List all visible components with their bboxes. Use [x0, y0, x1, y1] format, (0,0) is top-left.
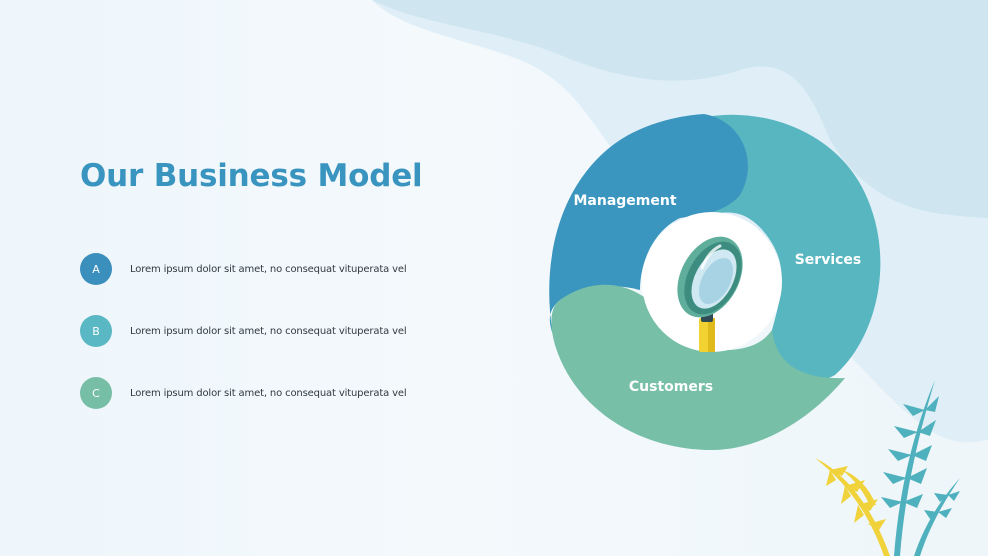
- bullet-text-b: Lorem ipsum dolor sit amet, no consequat…: [130, 325, 407, 337]
- background-wave-mid: [372, 0, 988, 218]
- plant-teal-fronds: [881, 380, 960, 556]
- bullet-item-c: C Lorem ipsum dolor sit amet, no consequ…: [80, 377, 407, 409]
- plant-yellow-fronds: [815, 458, 890, 556]
- segment-label-management: Management: [573, 193, 676, 209]
- segment-management: [549, 114, 748, 335]
- bullet-item-a: A Lorem ipsum dolor sit amet, no consequ…: [80, 253, 407, 285]
- bullet-item-b: B Lorem ipsum dolor sit amet, no consequ…: [80, 315, 407, 347]
- bullet-text-c: Lorem ipsum dolor sit amet, no consequat…: [130, 387, 407, 399]
- bullet-marker-b: B: [80, 315, 112, 347]
- page-title: Our Business Model: [80, 158, 423, 194]
- magnifying-glass-icon: [677, 236, 743, 352]
- segment-label-customers: Customers: [629, 379, 713, 395]
- segment-label-services: Services: [795, 252, 862, 268]
- bullet-marker-c: C: [80, 377, 112, 409]
- bullet-marker-a: A: [80, 253, 112, 285]
- bullet-text-a: Lorem ipsum dolor sit amet, no consequat…: [130, 263, 407, 275]
- segment-customers: [551, 284, 845, 450]
